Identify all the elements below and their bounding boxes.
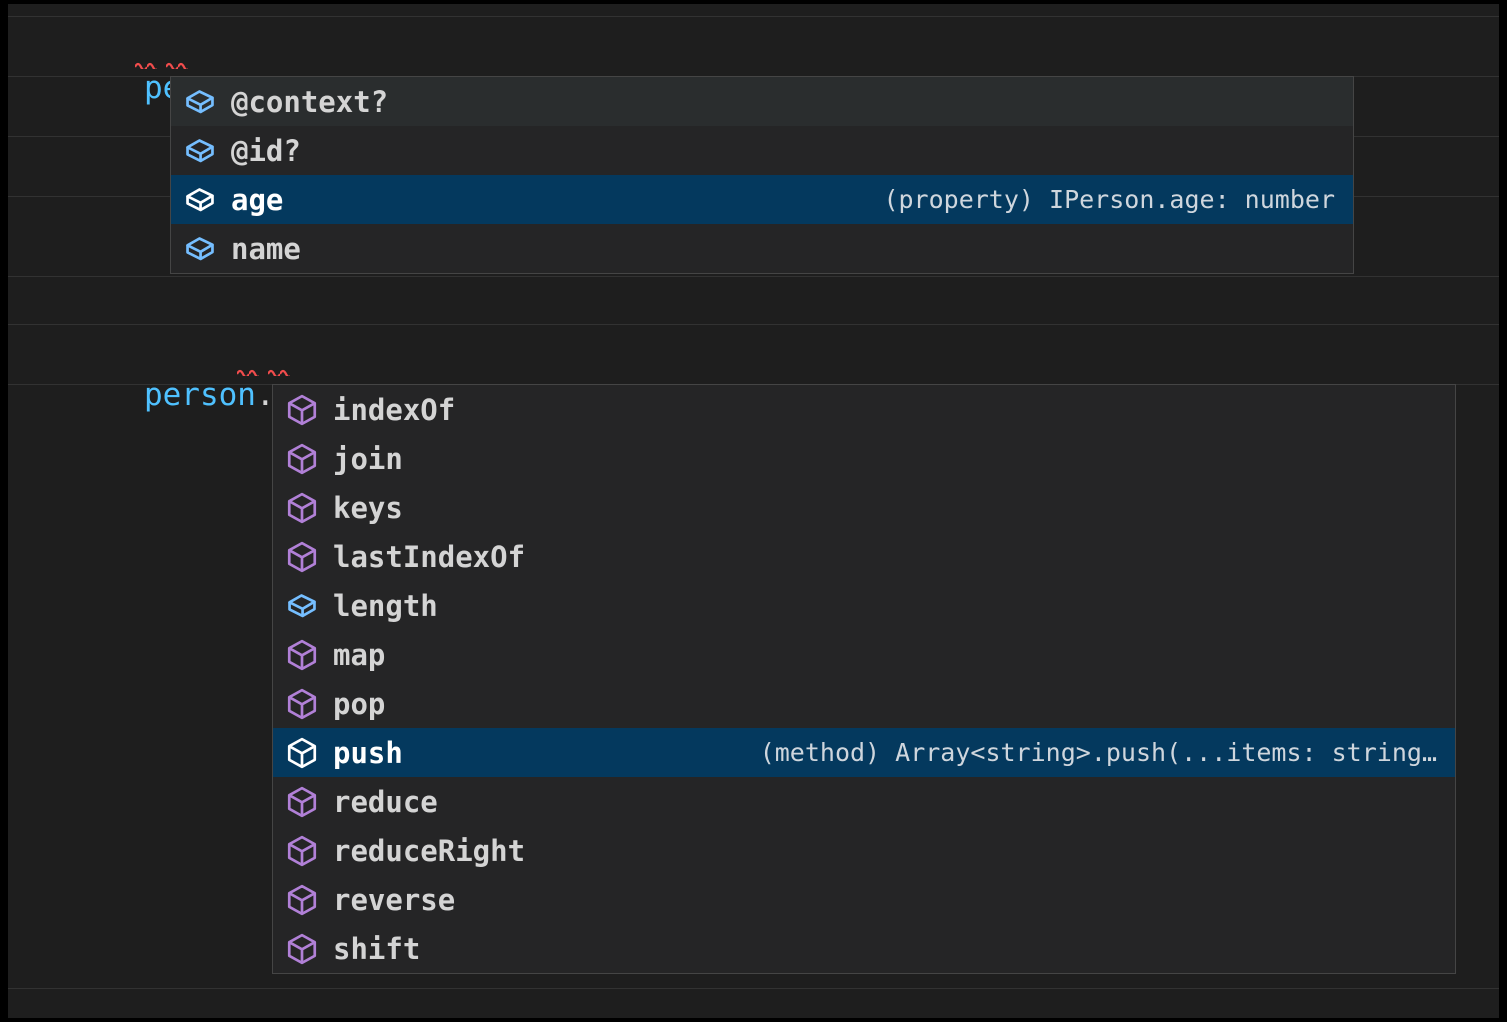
suggest-item-context[interactable]: @context? [171,77,1353,126]
suggest-item-reduce[interactable]: reduce [273,777,1455,826]
suggest-item-label: age [231,182,284,217]
suggest-item-label: name [231,231,301,266]
suggest-item-label: length [333,588,438,623]
suggest-item-pop[interactable]: pop [273,679,1455,728]
method-cube-icon [287,688,317,719]
suggest-item-detail: (method) Array<string>.push(...items: st… [759,738,1437,767]
error-squiggle-icon [268,368,290,376]
suggest-item-reduceright[interactable]: reduceRight [273,826,1455,875]
editor-line-rule [8,16,1499,17]
suggest-item-map[interactable]: map [273,630,1455,679]
editor-line-rule [8,324,1499,325]
suggest-item-shift[interactable]: shift [273,924,1455,973]
suggest-item-label: push [333,735,403,770]
method-cube-icon [287,443,317,474]
code-editor-surface[interactable]: person.; person.name.; @context?@id?age(… [8,4,1499,1018]
error-squiggle-icon [166,61,188,69]
suggest-item-detail: (property) IPerson.age: number [883,185,1335,214]
suggest-item-label: shift [333,931,421,966]
error-squiggle-icon [237,368,259,376]
suggest-item-push[interactable]: push (method) Array<string>.push(...items… [273,728,1455,777]
suggest-item-label: reverse [333,882,456,917]
suggest-item-label: keys [333,490,403,525]
editor-line-rule [8,276,1499,277]
suggest-item-age[interactable]: age (property) IPerson.age: number [171,175,1353,224]
suggest-item-label: lastIndexOf [333,539,526,574]
suggest-item-label: map [333,637,386,672]
suggest-item-label: reduceRight [333,833,526,868]
suggest-item-keys[interactable]: keys [273,483,1455,532]
suggest-item-lastindexof[interactable]: lastIndexOf [273,532,1455,581]
suggest-item-label: @id? [231,133,301,168]
suggest-item-label: join [333,441,403,476]
method-cube-icon [287,541,317,572]
error-squiggle-icon [135,61,157,69]
suggest-item-label: indexOf [333,392,456,427]
field-cube-icon [186,236,214,260]
suggest-widget-person-name[interactable]: indexOf join keys lastIndexOf length map pop pu… [272,384,1456,974]
suggest-item-id[interactable]: @id? [171,126,1353,175]
code-token-punctuation: . [255,377,275,413]
field-cube-icon [186,89,214,113]
editor-line-rule [8,988,1499,989]
method-cube-icon [287,786,317,817]
field-cube-icon [288,593,316,617]
suggest-item-label: pop [333,686,386,721]
method-cube-icon [287,394,317,425]
suggest-widget-person[interactable]: @context? @id? age (property) IPerson.age: … [170,76,1354,274]
field-cube-icon [186,187,214,211]
method-cube-icon [287,639,317,670]
suggest-item-name[interactable]: name [171,224,1353,273]
method-cube-icon [287,737,317,768]
code-token-variable: person [143,377,256,413]
suggest-item-label: @context? [231,84,389,119]
suggest-item-join[interactable]: join [273,434,1455,483]
suggest-item-indexof[interactable]: indexOf [273,385,1455,434]
method-cube-icon [287,492,317,523]
suggest-item-length[interactable]: length [273,581,1455,630]
method-cube-icon [287,835,317,866]
method-cube-icon [287,884,317,915]
method-cube-icon [287,933,317,964]
suggest-item-reverse[interactable]: reverse [273,875,1455,924]
field-cube-icon [186,138,214,162]
suggest-item-label: reduce [333,784,438,819]
